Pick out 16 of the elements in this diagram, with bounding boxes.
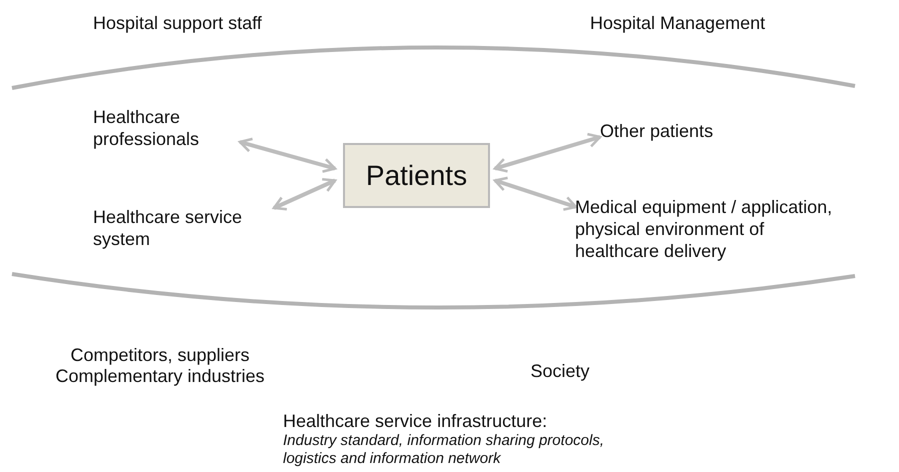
stakeholder-label: Other patients <box>600 120 760 142</box>
double-arrow <box>494 132 602 173</box>
group-label: Healthcare service infrastructure: <box>283 410 548 432</box>
central-box: Patients <box>343 143 490 208</box>
group-label: Hospital Management <box>590 12 766 34</box>
group-label: Competitors, suppliers <box>69 344 251 366</box>
group-label: Society <box>529 360 591 382</box>
stakeholder-label: Medical equipment / application, physical environment of healthcare delivery <box>575 196 841 262</box>
note-text: Industry standard, information sharing protocols, logistics and information network <box>283 432 605 468</box>
double-arrow <box>238 138 336 173</box>
group-label: Complementary industries <box>54 365 266 387</box>
double-arrow <box>272 178 336 210</box>
stakeholder-label: Healthcare service system <box>93 206 276 250</box>
double-arrow <box>494 176 578 211</box>
stakeholder-label: Healthcare professionals <box>93 106 275 150</box>
group-label: Hospital support staff <box>93 12 263 34</box>
